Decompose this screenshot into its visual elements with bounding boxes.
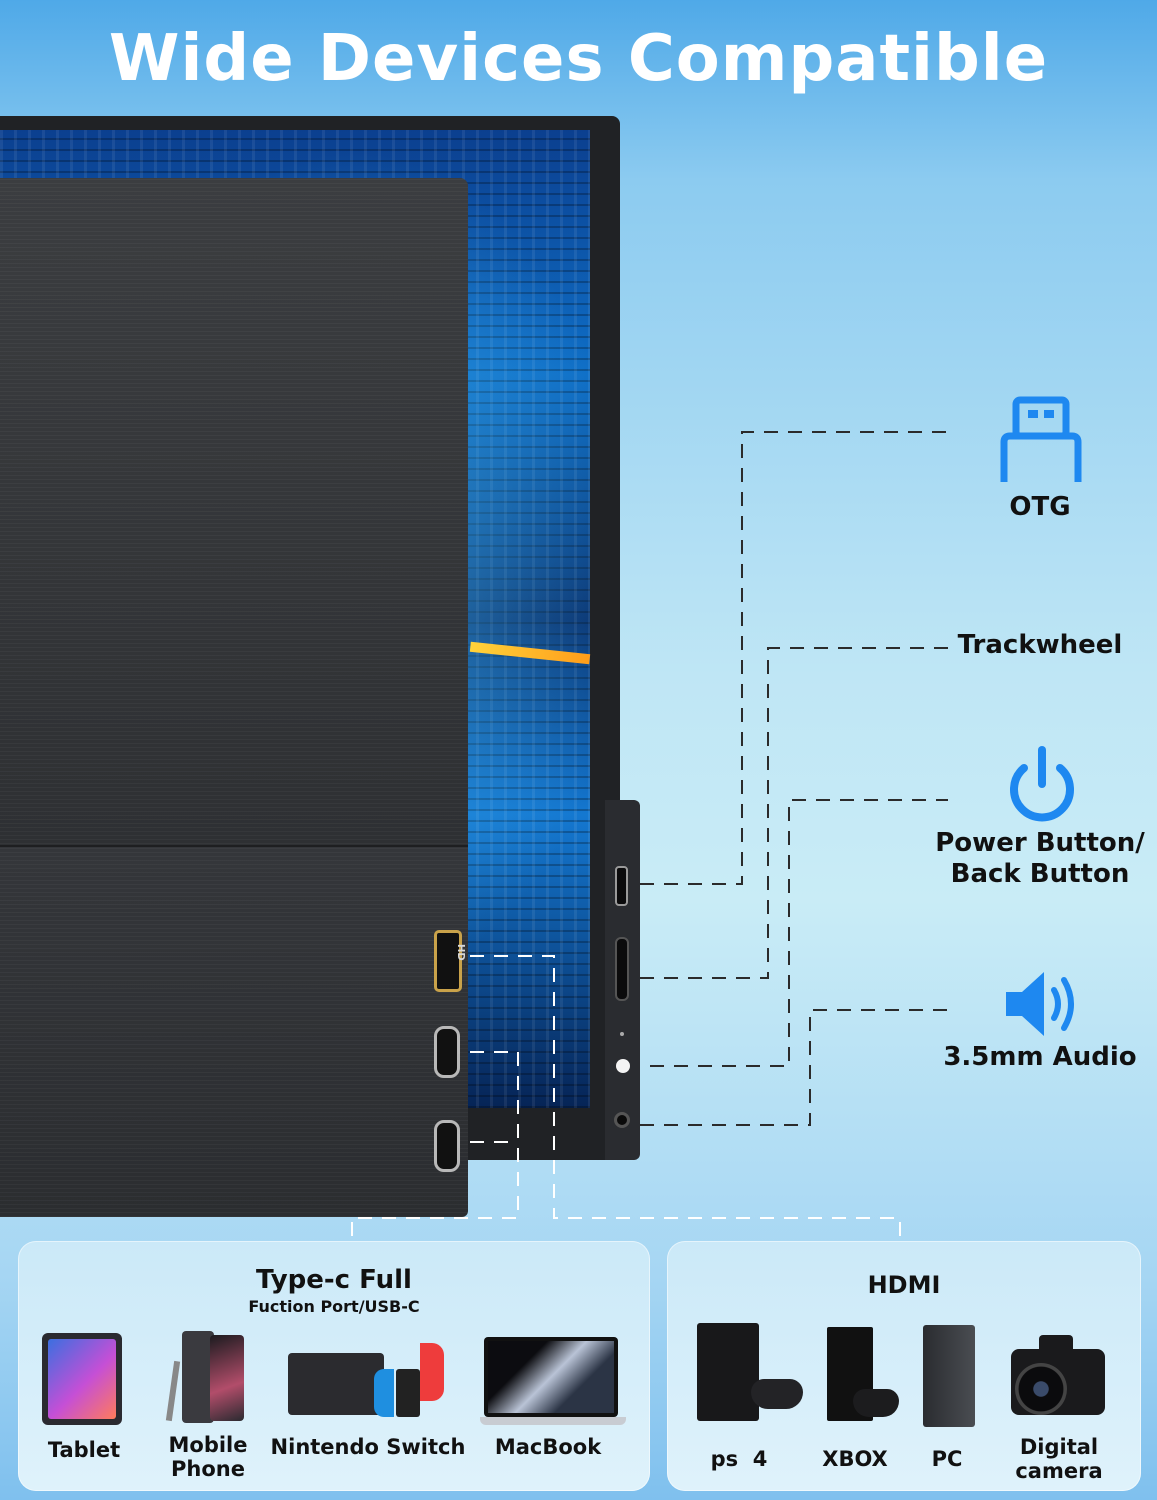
usb-c-port-1-label — [458, 1040, 468, 1054]
hdmi-panel-title: HDMI — [867, 1271, 941, 1299]
trackwheel — [615, 937, 629, 1001]
device-label-mobile-phone: Mobile Phone — [168, 1433, 248, 1481]
connector-trackwheel — [640, 647, 948, 979]
tablet-icon — [42, 1333, 122, 1425]
otg-label: OTG — [1009, 492, 1071, 522]
xbox-icon — [823, 1327, 903, 1427]
nintendo-switch-icon — [288, 1343, 456, 1421]
hdmi-port — [434, 930, 462, 992]
power-label-line2: Back Button — [950, 859, 1130, 889]
connector-hdmi — [470, 955, 901, 1240]
device-label-xbox: XBOX — [822, 1447, 888, 1471]
power-button — [616, 1059, 630, 1073]
connector-audio — [640, 1009, 948, 1126]
typec-panel-subtitle: Fuction Port/USB-C — [248, 1297, 420, 1316]
connector-otg — [640, 431, 948, 885]
usb-plug-icon — [1000, 396, 1082, 482]
digital-camera-icon — [1011, 1335, 1107, 1423]
typec-panel: Type-c Full Fuction Port/USB-C Tablet Mo… — [18, 1241, 650, 1491]
stand-cover-top — [0, 178, 468, 848]
connector-power — [650, 799, 948, 1067]
ps4-icon — [697, 1323, 807, 1425]
connector-typec-1 — [351, 1051, 519, 1240]
device-label-ps4: ps 4 — [710, 1447, 768, 1471]
typec-panel-title: Type-c Full — [256, 1265, 412, 1295]
power-label-line1: Power Button/ — [935, 828, 1145, 858]
trackwheel-label: Trackwheel — [957, 630, 1123, 660]
hdmi-panel: HDMI ps 4 XBOX PC Digital camera — [667, 1241, 1141, 1491]
monitor-side-panel — [605, 800, 640, 1160]
device-label-nintendo-switch: Nintendo Switch — [270, 1435, 466, 1459]
power-icon — [1010, 746, 1074, 822]
page-title: Wide Devices Compatible — [108, 22, 1049, 96]
speaker-icon — [1006, 972, 1074, 1036]
audio-jack — [614, 1112, 630, 1128]
usb-c-port-2 — [434, 1120, 460, 1172]
otg-port — [615, 866, 628, 906]
device-label-digital-camera: Digital camera — [1015, 1435, 1103, 1483]
audio-label: 3.5mm Audio — [943, 1042, 1137, 1072]
usb-c-port-2-label — [458, 1134, 468, 1148]
macbook-icon — [480, 1337, 626, 1429]
indicator-dot — [620, 1032, 624, 1036]
device-label-tablet: Tablet — [47, 1438, 121, 1462]
device-label-pc: PC — [931, 1447, 963, 1471]
stand-cover-bottom — [0, 845, 468, 1217]
mobile-phone-icon — [165, 1331, 244, 1423]
pc-tower-icon — [923, 1325, 975, 1427]
device-label-macbook: MacBook — [494, 1435, 602, 1459]
